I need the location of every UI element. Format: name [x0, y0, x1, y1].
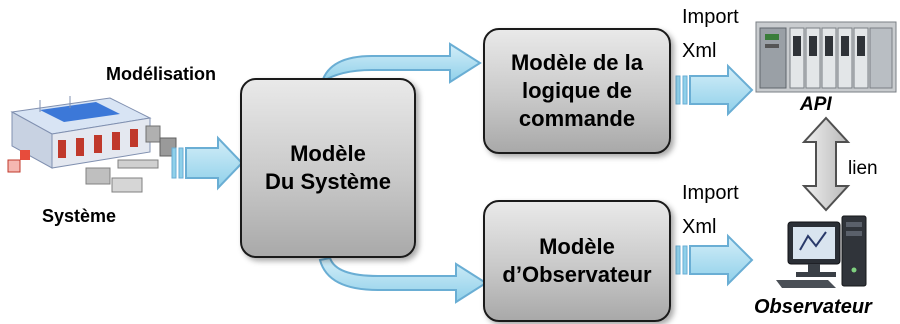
factory-system-icon: [7, 96, 177, 193]
arrow-system-to-model: [171, 135, 244, 191]
control-logic-line-1: Modèle de la: [510, 50, 644, 75]
system-model-box: Modèle Du Système: [240, 78, 416, 258]
api-label: API: [800, 94, 832, 115]
xml-bottom-label: Xml: [682, 216, 717, 238]
observer-model-line-2: d’Observateur: [502, 262, 652, 287]
observateur-label: Observateur: [754, 296, 872, 318]
import-bottom-label: Import: [682, 182, 739, 204]
control-logic-line-2: logique de: [521, 78, 632, 103]
system-model-line-1: Modèle: [290, 141, 366, 166]
control-logic-model-box: Modèle de la logique de commande: [483, 28, 671, 154]
import-top-label: Import: [682, 6, 739, 28]
systeme-label: Système: [42, 206, 117, 226]
arrow-observer-to-pc: [675, 233, 754, 287]
xml-top-label: Xml: [682, 40, 717, 62]
observer-model-box: Modèle d’Observateur: [483, 200, 671, 322]
arrow-model-to-logic: [320, 42, 482, 85]
arrow-model-to-observer: [318, 256, 488, 304]
arrow-logic-to-api: [675, 63, 754, 117]
modelisation-label: Modélisation: [106, 64, 217, 84]
plc-rack-icon: [755, 21, 897, 93]
computer-workstation-icon: [776, 215, 867, 288]
lien-label: lien: [848, 158, 878, 179]
link-double-arrow: [801, 116, 851, 212]
control-logic-line-3: commande: [518, 106, 636, 131]
observer-model-line-1: Modèle: [539, 234, 615, 259]
system-model-line-2: Du Système: [265, 169, 391, 194]
